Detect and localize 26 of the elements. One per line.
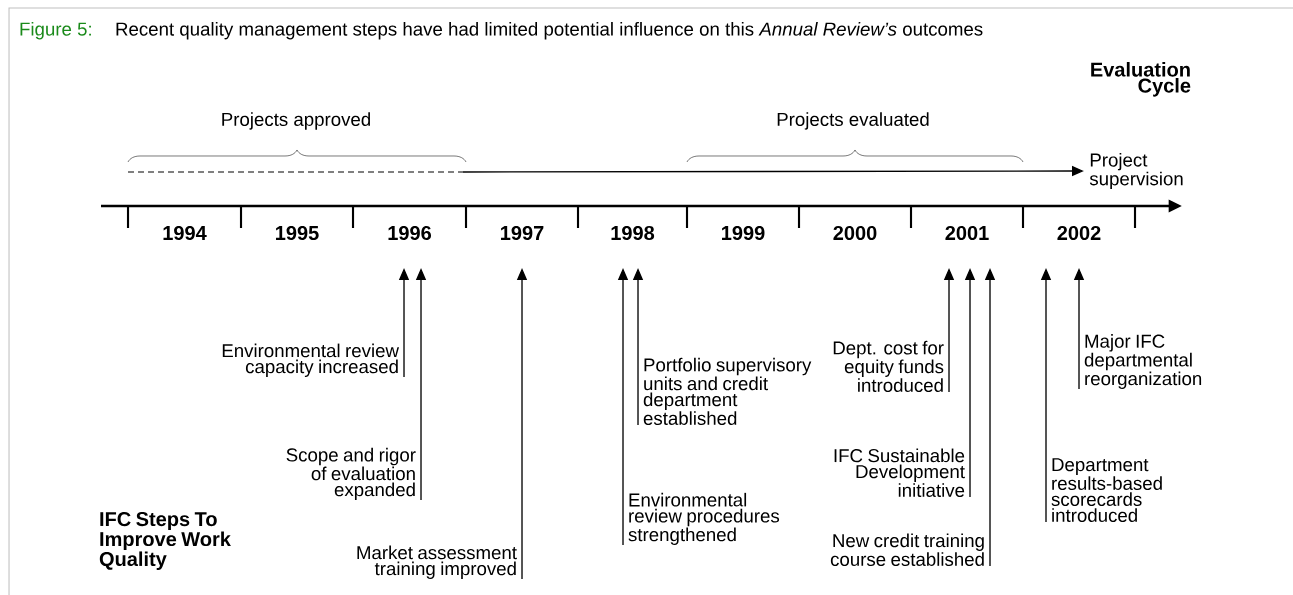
year-label: 1998 <box>611 225 655 241</box>
event-text: New credit training course established <box>830 533 984 566</box>
event-text: Environmental review procedures strengthened <box>628 492 780 545</box>
year-label: 1996 <box>388 225 431 241</box>
bracket-label: Projects evaluated <box>777 112 929 130</box>
event-text: Major IFC departmental reorganization <box>1084 334 1202 389</box>
year-label: 2001 <box>945 225 989 241</box>
year-label: 1999 <box>722 225 765 241</box>
year-label: 1994 <box>163 225 207 241</box>
event-text: IFC Sustainable Development initiative <box>834 448 965 497</box>
figure-title: Recent quality management steps have had limited potential influence on this Annual Review’s outcomes <box>116 22 983 40</box>
heading: Evaluation Cycle <box>1091 62 1191 97</box>
event-text: Department results-based scorecards introduced <box>1051 458 1162 522</box>
event-text: Market assessment training improved <box>357 545 517 579</box>
event-text: Environmental review capacity increased <box>222 343 399 377</box>
year-label: 1997 <box>501 225 544 241</box>
heading: IFC Steps To Improve Work Quality <box>99 512 231 571</box>
year-label: 2002 <box>1057 225 1101 241</box>
figure-number: Figure 5: <box>20 22 91 40</box>
event-text: Portfolio supervisory units and credit department established <box>643 357 812 425</box>
phase-label: Project supervision <box>1089 152 1183 190</box>
event-text: Scope and rigor of evaluation expanded <box>286 447 416 500</box>
year-label: 1995 <box>276 225 319 241</box>
event-text: Dept. cost for equity funds introduced <box>833 340 944 392</box>
bracket-label: Projects approved <box>222 112 370 130</box>
year-label: 2000 <box>833 225 877 241</box>
